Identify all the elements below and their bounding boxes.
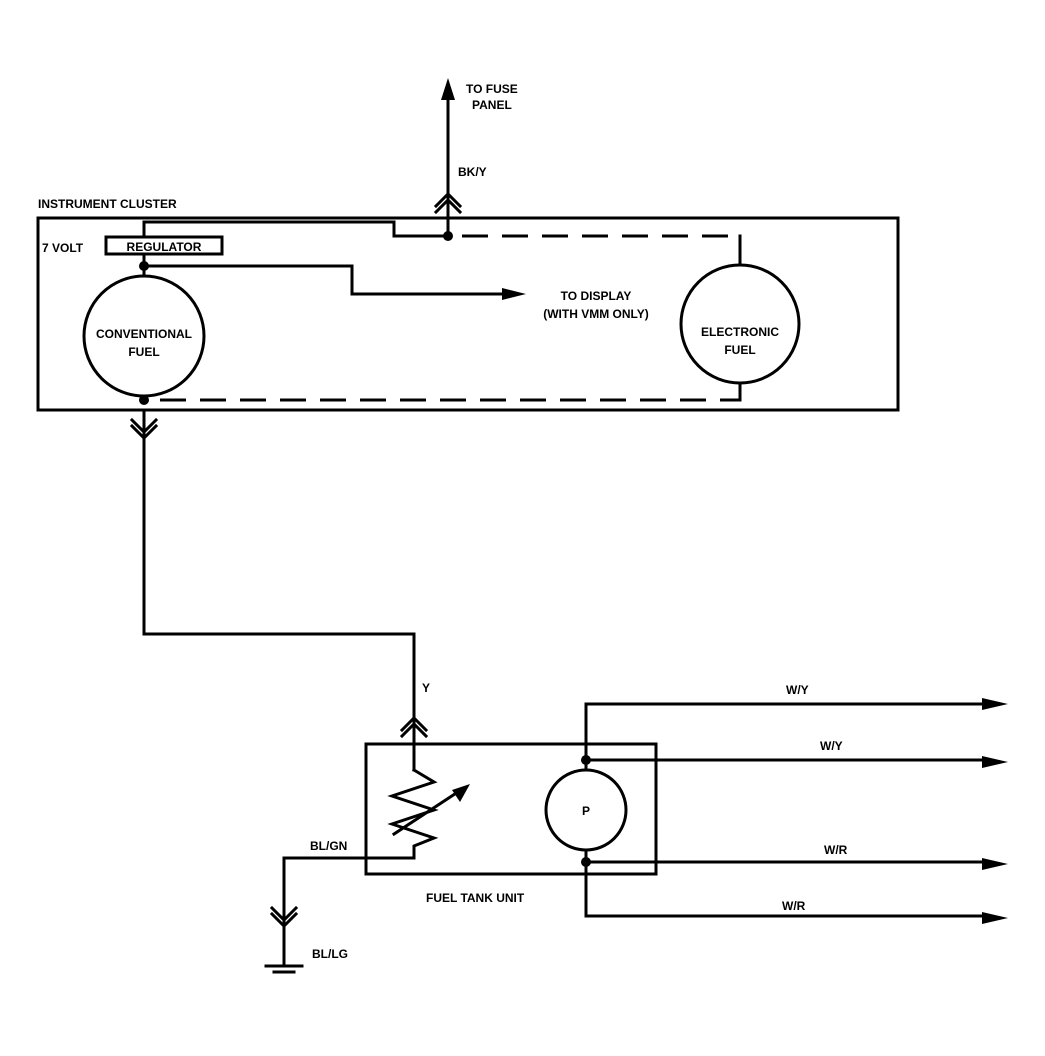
- gauge-output-dot: [139, 395, 149, 405]
- out-wire-3-label: W/R: [824, 843, 848, 857]
- out-arrow-4: [982, 912, 1008, 924]
- out-arrow-2: [982, 756, 1008, 768]
- conventional-fuel-label-1: CONVENTIONAL: [96, 327, 192, 341]
- out-wire-1-label: W/Y: [786, 683, 809, 697]
- sender-wire: Y: [129, 408, 430, 744]
- fuel-tank-unit: FUEL TANK UNIT BL/GN P: [294, 702, 658, 918]
- variable-resistor-arrow: [452, 784, 470, 802]
- ground: BL/LG: [264, 856, 348, 974]
- to-display-arrow: [502, 288, 526, 300]
- regulator-box: [104, 235, 224, 256]
- out-wire-2-label: W/Y: [820, 739, 843, 753]
- regulator-label: REGULATOR: [127, 240, 202, 254]
- instrument-cluster-box: [36, 216, 900, 412]
- out-arrow-3: [982, 858, 1008, 870]
- electronic-fuel-label-2: FUEL: [724, 343, 755, 357]
- instrument-cluster-label: INSTRUMENT CLUSTER: [38, 197, 177, 211]
- to-display-label-1: TO DISPLAY: [561, 289, 632, 303]
- ground-wire-label: BL/LG: [312, 947, 348, 961]
- fuel-tank-unit-label: FUEL TANK UNIT: [426, 891, 525, 905]
- out-arrow-1: [982, 698, 1008, 710]
- fuel-tank-unit-box: [364, 742, 658, 876]
- instrument-cluster: INSTRUMENT CLUSTER 7 VOLT REGULATOR TO D…: [36, 197, 900, 412]
- seven-volt-label: 7 VOLT: [42, 241, 84, 255]
- wire-bky-label: BK/Y: [458, 165, 487, 179]
- variable-resistor-icon: [387, 767, 439, 860]
- bky-connector-icon: [433, 191, 463, 215]
- wire-blgn-label: BL/GN: [310, 839, 347, 853]
- to-fuse-panel-label-2: PANEL: [472, 98, 512, 112]
- fuel-pump-label: P: [582, 804, 590, 818]
- wire-y-label: Y: [422, 681, 430, 695]
- electronic-fuel-label-1: ELECTRONIC: [701, 325, 779, 339]
- out-wire-4-label: W/R: [782, 899, 806, 913]
- bky-junction-dot: [443, 231, 453, 241]
- pump-output-wires: W/Y W/Y W/R W/R: [584, 683, 1008, 924]
- to-fuse-panel-label-1: TO FUSE: [466, 82, 518, 96]
- conventional-fuel-label-2: FUEL: [128, 345, 159, 359]
- fuse-panel-feed: TO FUSE PANEL BK/Y: [433, 78, 518, 238]
- fuse-panel-arrow: [441, 78, 455, 100]
- electronic-fuel-gauge: [679, 263, 801, 385]
- to-display-label-2: (WITH VMM ONLY): [543, 307, 649, 321]
- tank-connector-icon: [399, 715, 429, 739]
